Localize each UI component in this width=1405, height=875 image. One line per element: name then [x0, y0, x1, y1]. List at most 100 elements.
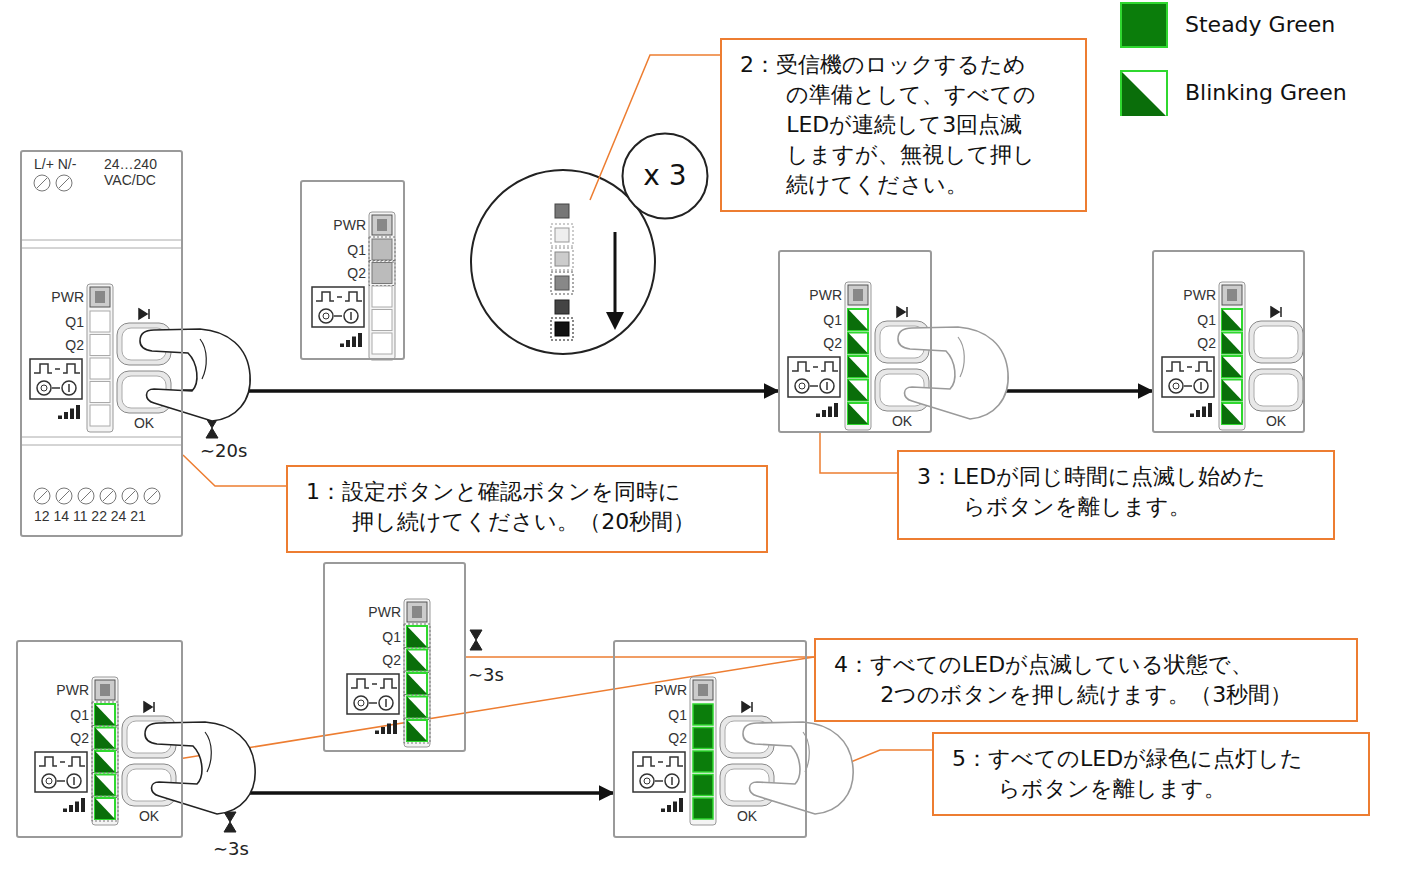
- signal-bar: [64, 412, 68, 419]
- pulse-icon: [1166, 362, 1212, 371]
- power-led-core: [412, 606, 422, 618]
- device-panel: PWRQ1Q2: [300, 180, 405, 360]
- toggle-icon: [52, 387, 60, 389]
- device-label: Q2: [382, 652, 401, 668]
- led-steady: [693, 728, 713, 749]
- device-drawing: [20, 175, 250, 504]
- led-rays: [92, 749, 118, 774]
- toggle-icon: [68, 384, 70, 392]
- toggle-icon: [334, 315, 342, 317]
- pulse-icon: [316, 292, 362, 301]
- led-steady: [693, 775, 713, 796]
- led-rays: [551, 318, 573, 340]
- power-led-core: [1227, 289, 1237, 301]
- signal-bar: [816, 414, 820, 418]
- power-led-core: [95, 291, 105, 303]
- power-led: [693, 680, 713, 700]
- signal-bar: [358, 333, 362, 347]
- toggle-icon: [42, 774, 56, 788]
- led-blinking: [1222, 309, 1242, 330]
- led-off: [372, 333, 392, 354]
- terminal-screw: [56, 175, 72, 191]
- signal-bar: [346, 340, 350, 347]
- led-symbol: [555, 276, 569, 290]
- push-button-face: [1254, 374, 1298, 406]
- toggle-icon: [1173, 383, 1179, 389]
- device-label: Q2: [1197, 335, 1216, 351]
- led-blink-fill: [95, 775, 115, 796]
- led-symbol: [555, 204, 569, 218]
- signal-bar: [58, 416, 62, 420]
- terminal-screw: [100, 488, 116, 504]
- toggle-icon: [46, 778, 52, 784]
- device-panel: PWRQ1Q2OK: [613, 640, 807, 838]
- device-label: Q1: [823, 312, 842, 328]
- device-label: PWR: [368, 604, 401, 620]
- led-column: [845, 282, 871, 430]
- signal-bar: [667, 805, 671, 812]
- signal-bar: [834, 403, 838, 417]
- hourglass-icon: [224, 812, 236, 832]
- led-blink-fill: [95, 751, 115, 772]
- toggle-icon: [41, 385, 47, 391]
- terminal-screw: [78, 488, 94, 504]
- led-off: [90, 335, 110, 356]
- led-steady: [693, 751, 713, 772]
- signal-bar: [1196, 410, 1200, 417]
- signal-bar: [673, 802, 677, 813]
- power-led-core: [698, 684, 708, 696]
- toggle-icon: [385, 699, 387, 707]
- terminal-slot: [59, 491, 69, 501]
- device-label: PWR: [333, 217, 366, 233]
- led-off: [90, 405, 110, 426]
- device-label: Q1: [382, 629, 401, 645]
- device-label: 12 14 11 22 24 21: [34, 508, 146, 524]
- led-blink-fill: [848, 333, 868, 354]
- signal-bar: [822, 410, 826, 417]
- hand-crease: [205, 732, 211, 772]
- toggle-icon: [319, 309, 333, 323]
- toggle-icon: [369, 702, 377, 704]
- pressing-hand: [145, 722, 255, 814]
- led-column: [369, 212, 395, 360]
- led-blink-fill: [407, 720, 427, 741]
- toggle-icon: [1169, 379, 1183, 393]
- power-led: [407, 602, 427, 622]
- led-blinking: [848, 309, 868, 330]
- led-rays: [404, 648, 430, 673]
- led-off: [90, 311, 110, 332]
- callout-text: 5：すべてのLEDが緑色に点灯した らボタンを離します。: [952, 744, 1356, 804]
- signal-bar: [70, 409, 74, 420]
- led-blinking: [95, 798, 115, 819]
- power-led-core: [853, 289, 863, 301]
- terminal-screw: [34, 488, 50, 504]
- device-label: PWR: [654, 682, 687, 698]
- signal-bar: [679, 798, 683, 812]
- device-label: PWR: [809, 287, 842, 303]
- led-blink-fill: [1222, 333, 1242, 354]
- power-led: [848, 285, 868, 305]
- led-blink-fill: [848, 356, 868, 377]
- led-column: [404, 599, 430, 747]
- legend-text: Steady Green: [1185, 12, 1335, 38]
- device-label: Q2: [70, 730, 89, 746]
- mode-icon-frame: [347, 674, 399, 714]
- led-rays: [369, 237, 395, 262]
- signal-bar: [381, 727, 385, 734]
- led-blinking: [1222, 356, 1242, 377]
- toggle-icon: [67, 774, 81, 788]
- toggle-icon: [354, 696, 368, 710]
- toggle-icon: [358, 700, 364, 706]
- led-gray: [372, 239, 392, 260]
- push-button: [1249, 369, 1303, 411]
- led-rays: [551, 224, 573, 246]
- led-blink-fill: [407, 626, 427, 647]
- device-label: Q2: [668, 730, 687, 746]
- terminal-screw: [56, 488, 72, 504]
- toggle-icon: [344, 309, 358, 323]
- toggle-icon: [795, 379, 809, 393]
- power-led: [95, 680, 115, 700]
- toggle-icon: [799, 383, 805, 389]
- leader-line: [466, 656, 814, 658]
